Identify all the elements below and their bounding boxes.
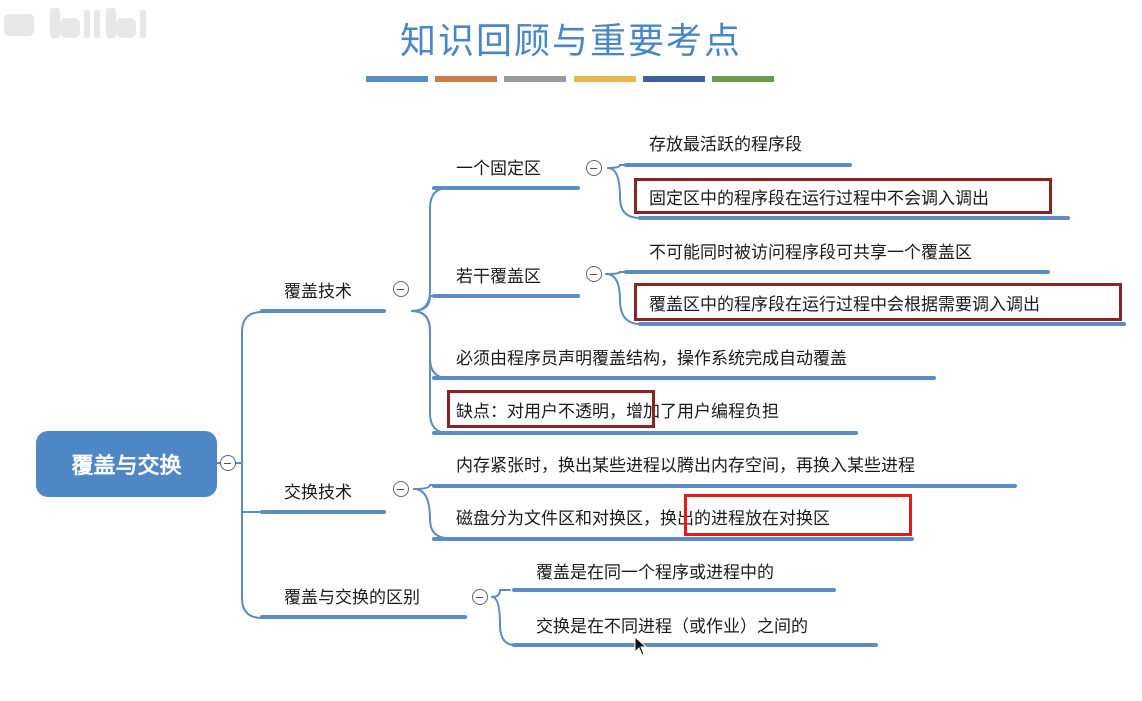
mouse-cursor-icon bbox=[634, 636, 648, 656]
leaf-diff-item-2[interactable]: 交换是在不同进程（或作业）之间的 bbox=[536, 617, 808, 637]
root-node-label: 覆盖与交换 bbox=[71, 454, 182, 479]
leaf-swap-item-2[interactable]: 磁盘分为文件区和对换区，换出的进程放在对换区 bbox=[456, 509, 830, 529]
root-collapse-button[interactable] bbox=[220, 455, 236, 471]
branch-difference[interactable]: 覆盖与交换的区别 bbox=[284, 588, 420, 608]
bilibili-watermark-logo bbox=[4, 8, 146, 38]
swap-tech-collapse-button[interactable] bbox=[393, 481, 409, 497]
color-bar-4 bbox=[574, 76, 636, 82]
highlight-overlay-item-2 bbox=[634, 283, 1122, 321]
highlight-swap-item-2 bbox=[684, 494, 912, 536]
node-drawback[interactable]: 缺点：对用户不透明，增加了用户编程负担 bbox=[456, 402, 779, 422]
node-fixed-area[interactable]: 一个固定区 bbox=[456, 159, 541, 179]
color-bar-6 bbox=[712, 76, 774, 82]
branch-swap-tech[interactable]: 交换技术 bbox=[284, 483, 352, 503]
color-bar-1 bbox=[366, 76, 428, 82]
overlay-tech-collapse-button[interactable] bbox=[393, 281, 409, 297]
fixed-area-collapse-button[interactable] bbox=[586, 160, 602, 176]
page-title: 知识回顾与重要考点 bbox=[399, 21, 742, 62]
leaf-swap-item-1[interactable]: 内存紧张时，换出某些进程以腾出内存空间，再换入某些进程 bbox=[456, 456, 915, 476]
highlight-drawback bbox=[447, 390, 655, 428]
overlay-areas-collapse-button[interactable] bbox=[586, 266, 602, 282]
leaf-overlay-item-2[interactable]: 覆盖区中的程序段在运行过程中会根据需要调入调出 bbox=[649, 295, 1040, 315]
highlight-fixed-item-2 bbox=[634, 178, 1052, 214]
leaf-diff-item-1[interactable]: 覆盖是在同一个程序或进程中的 bbox=[536, 563, 774, 583]
node-overlay-areas[interactable]: 若干覆盖区 bbox=[456, 267, 541, 287]
color-bar-3 bbox=[504, 76, 566, 82]
difference-collapse-button[interactable] bbox=[472, 589, 488, 605]
leaf-overlay-item-1[interactable]: 不可能同时被访问程序段可共享一个覆盖区 bbox=[649, 243, 972, 263]
leaf-fixed-item-2[interactable]: 固定区中的程序段在运行过程中不会调入调出 bbox=[649, 189, 989, 209]
leaf-fixed-item-1[interactable]: 存放最活跃的程序段 bbox=[649, 135, 802, 155]
branch-overlay-tech[interactable]: 覆盖技术 bbox=[284, 282, 352, 302]
color-bar-2 bbox=[435, 76, 497, 82]
node-declare[interactable]: 必须由程序员声明覆盖结构，操作系统完成自动覆盖 bbox=[456, 349, 847, 369]
color-bar-5 bbox=[643, 76, 705, 82]
root-node[interactable]: 覆盖与交换 bbox=[36, 431, 217, 497]
